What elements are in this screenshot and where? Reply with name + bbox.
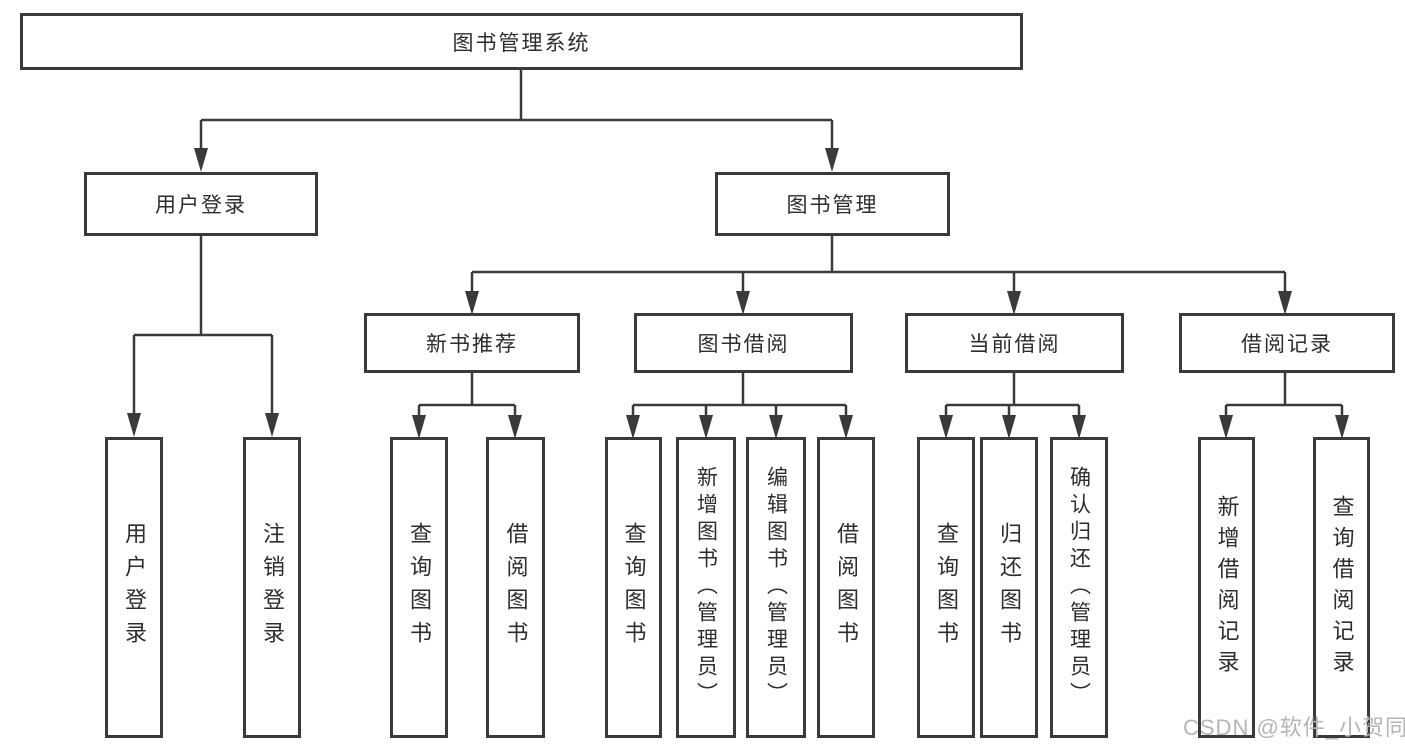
leaf-add-borrow-record: 新增借阅记录	[1198, 437, 1255, 738]
node-label: 新书推荐	[426, 333, 518, 356]
leaf-label: 查询图书	[934, 521, 959, 654]
leaf-query-books-recommend: 查询图书	[390, 437, 448, 738]
leaf-label: 新增借阅记录	[1214, 494, 1240, 681]
node-label: 借阅记录	[1241, 333, 1333, 356]
node-book-management: 图书管理	[715, 172, 950, 236]
node-label: 图书管理系统	[452, 31, 591, 55]
leaf-label: 查询图书	[621, 521, 647, 654]
leaf-label: 借阅图书	[834, 521, 859, 654]
node-label: 当前借阅	[968, 333, 1061, 356]
node-label: 图书管理	[786, 194, 879, 217]
leaf-label: 查询图书	[407, 521, 432, 654]
leaf-label: 编辑图书（管理员）	[764, 466, 788, 709]
node-user-login: 用户登录	[84, 172, 318, 236]
node-current-borrowing: 当前借阅	[905, 313, 1124, 373]
leaf-add-books-admin: 新增图书（管理员）	[676, 437, 736, 738]
node-label: 用户登录	[155, 194, 247, 217]
leaf-label: 用户登录	[122, 521, 147, 654]
node-label: 图书借阅	[697, 333, 790, 356]
node-new-book-recommendation: 新书推荐	[364, 313, 580, 373]
leaf-return-books: 归还图书	[980, 437, 1038, 738]
leaf-label: 查询借阅记录	[1329, 494, 1355, 681]
leaf-label: 确认归还（管理员）	[1067, 466, 1091, 709]
leaf-user-login: 用户登录	[105, 437, 163, 738]
csdn-watermark: CSDN @软件_小贺同学	[1183, 715, 1405, 740]
leaf-logout: 注销登录	[243, 437, 301, 738]
node-borrowing-records: 借阅记录	[1179, 313, 1395, 373]
node-library-management-system: 图书管理系统	[20, 13, 1023, 70]
node-book-borrowing: 图书借阅	[634, 313, 853, 373]
leaf-query-books-borrowing: 查询图书	[605, 437, 662, 738]
leaf-label: 注销登录	[260, 521, 285, 654]
leaf-label: 归还图书	[997, 521, 1022, 654]
leaf-confirm-return-admin: 确认归还（管理员）	[1050, 437, 1108, 738]
leaf-query-borrow-record: 查询借阅记录	[1313, 437, 1370, 738]
leaf-borrow-books: 借阅图书	[817, 437, 875, 738]
leaf-borrow-books-recommend: 借阅图书	[486, 437, 545, 738]
leaf-label: 新增图书（管理员）	[694, 466, 718, 709]
leaf-label: 借阅图书	[503, 521, 529, 654]
leaf-query-books-current: 查询图书	[917, 437, 975, 738]
leaf-edit-books-admin: 编辑图书（管理员）	[746, 437, 806, 738]
